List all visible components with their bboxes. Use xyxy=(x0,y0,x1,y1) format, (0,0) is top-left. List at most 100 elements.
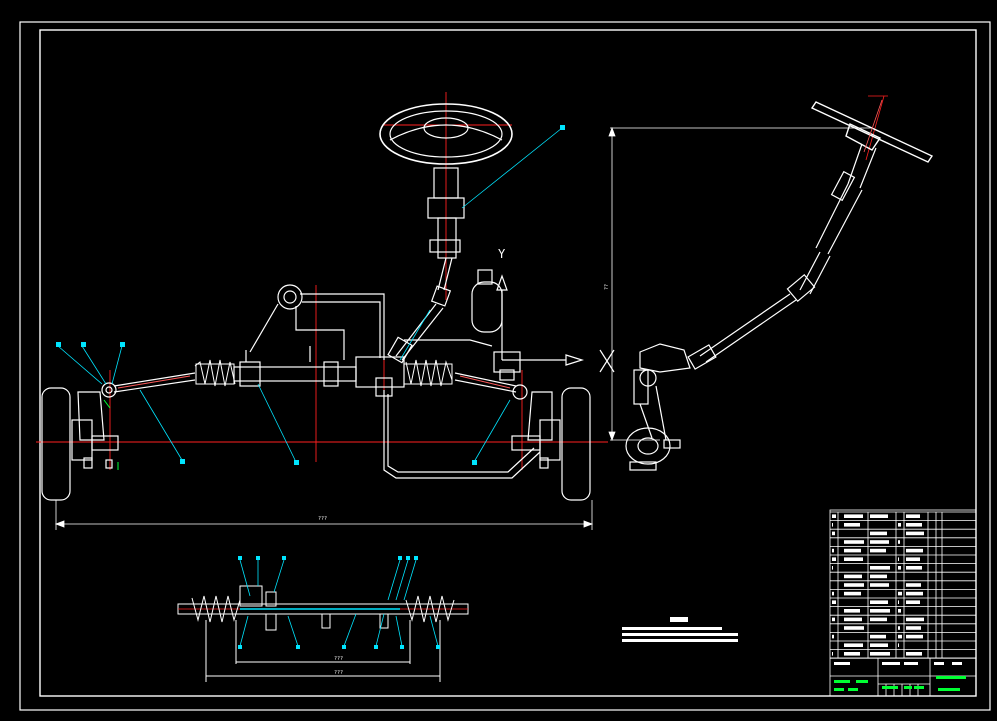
rack-outer-dimension-label: ??? xyxy=(334,670,343,676)
parts-cell-text xyxy=(832,557,836,561)
parts-cell-text xyxy=(898,643,899,647)
parts-cell-text xyxy=(906,634,923,639)
rack-housing xyxy=(233,346,405,397)
parts-cell-text xyxy=(844,643,863,647)
parts-cell-text xyxy=(870,600,888,604)
parts-cell-text xyxy=(832,548,834,553)
parts-cell-text xyxy=(906,591,923,596)
side-height-label: ?? xyxy=(604,284,610,290)
title-block-text xyxy=(936,676,966,679)
balloons xyxy=(56,125,565,465)
parts-cell-text xyxy=(898,557,899,561)
parts-cell-text xyxy=(870,540,889,544)
parts-cell-text xyxy=(844,583,864,587)
axis-arrows xyxy=(496,274,615,373)
parts-cell-text xyxy=(906,583,921,587)
technical-notes xyxy=(622,617,738,642)
accumulator xyxy=(471,269,521,381)
parts-cell-text xyxy=(898,626,900,630)
parts-cell-text xyxy=(844,574,862,579)
section-balloons xyxy=(238,556,440,649)
side-knuckle xyxy=(625,343,691,471)
title-block xyxy=(829,509,977,697)
parts-cell-text xyxy=(906,557,920,561)
parts-cell-text xyxy=(844,557,863,561)
parts-cell-text xyxy=(870,652,890,656)
parts-cell-text xyxy=(906,600,920,604)
parts-cell-text xyxy=(832,617,835,622)
parts-cell-text xyxy=(870,643,888,647)
parts-cell-text xyxy=(906,531,924,536)
parts-cell-text xyxy=(844,514,863,518)
side-view xyxy=(608,95,934,471)
title-block-text xyxy=(934,662,944,665)
right-bellows xyxy=(403,359,453,387)
parts-cell-text xyxy=(844,617,862,622)
parts-cell-text xyxy=(832,523,833,527)
parts-cell-text xyxy=(906,566,922,570)
leader-lines xyxy=(57,127,563,463)
tie-rods xyxy=(113,372,517,393)
parts-cell-text xyxy=(906,523,922,527)
parts-cell-text xyxy=(906,548,923,553)
left-wheel xyxy=(41,387,71,501)
parts-cell-text xyxy=(832,652,833,656)
parts-cell-text xyxy=(870,514,888,518)
parts-cell-text xyxy=(844,652,860,656)
parts-cell-text xyxy=(832,600,836,604)
parts-cell-text xyxy=(898,609,901,613)
parts-cell-text xyxy=(906,626,921,630)
parts-cell-text xyxy=(870,566,890,570)
title-block-text xyxy=(834,662,850,665)
parts-cell-text xyxy=(870,617,887,622)
title-block-text xyxy=(952,662,962,665)
right-wheel xyxy=(561,387,591,501)
parts-cell-text xyxy=(844,548,861,553)
highlight-marks xyxy=(117,375,511,389)
parts-cell-text xyxy=(906,617,924,622)
parts-cell-text xyxy=(898,591,902,596)
rack-inner-dimension-label: ??? xyxy=(334,656,343,662)
parts-cell-text xyxy=(844,609,860,613)
parts-cell-text xyxy=(844,540,864,544)
side-column xyxy=(687,143,877,370)
title-block-text xyxy=(904,662,918,665)
parts-cell-text xyxy=(832,591,834,596)
parts-cell-text xyxy=(898,523,901,527)
parts-cell-text xyxy=(832,531,835,536)
title-block-text xyxy=(834,688,844,691)
title-block-text xyxy=(904,686,912,689)
sheet-border xyxy=(19,21,991,711)
title-block-text xyxy=(938,688,960,691)
rack-section-view xyxy=(177,585,469,682)
parts-cell-text xyxy=(844,626,864,630)
title-block-text xyxy=(914,686,924,689)
parts-cell-text xyxy=(832,634,834,639)
title-block-text xyxy=(882,662,900,665)
parts-cell-text xyxy=(906,652,922,656)
center-lines xyxy=(36,92,608,470)
parts-cell-text xyxy=(898,540,900,544)
section-leaders xyxy=(239,559,439,647)
axis-y-label: Y xyxy=(498,247,506,261)
steering-column xyxy=(379,103,513,364)
parts-cell-text xyxy=(870,548,886,553)
parts-cell-text xyxy=(870,634,886,639)
side-steering-wheel xyxy=(810,101,934,163)
hydraulic-lines xyxy=(249,284,541,479)
parts-cell-text xyxy=(898,634,902,639)
parts-cell-text xyxy=(844,523,860,527)
title-block-text xyxy=(882,686,898,689)
green-marks xyxy=(103,399,119,470)
parts-cell-text xyxy=(898,566,901,570)
parts-cell-text xyxy=(870,609,890,613)
parts-cell-text xyxy=(906,514,920,518)
right-knuckle xyxy=(511,384,561,469)
left-knuckle xyxy=(71,382,119,469)
left-bellows xyxy=(194,359,236,387)
parts-cell-text xyxy=(832,514,836,518)
track-dimension xyxy=(54,500,594,530)
title-block-text xyxy=(848,688,858,691)
parts-cell-text xyxy=(898,600,899,604)
